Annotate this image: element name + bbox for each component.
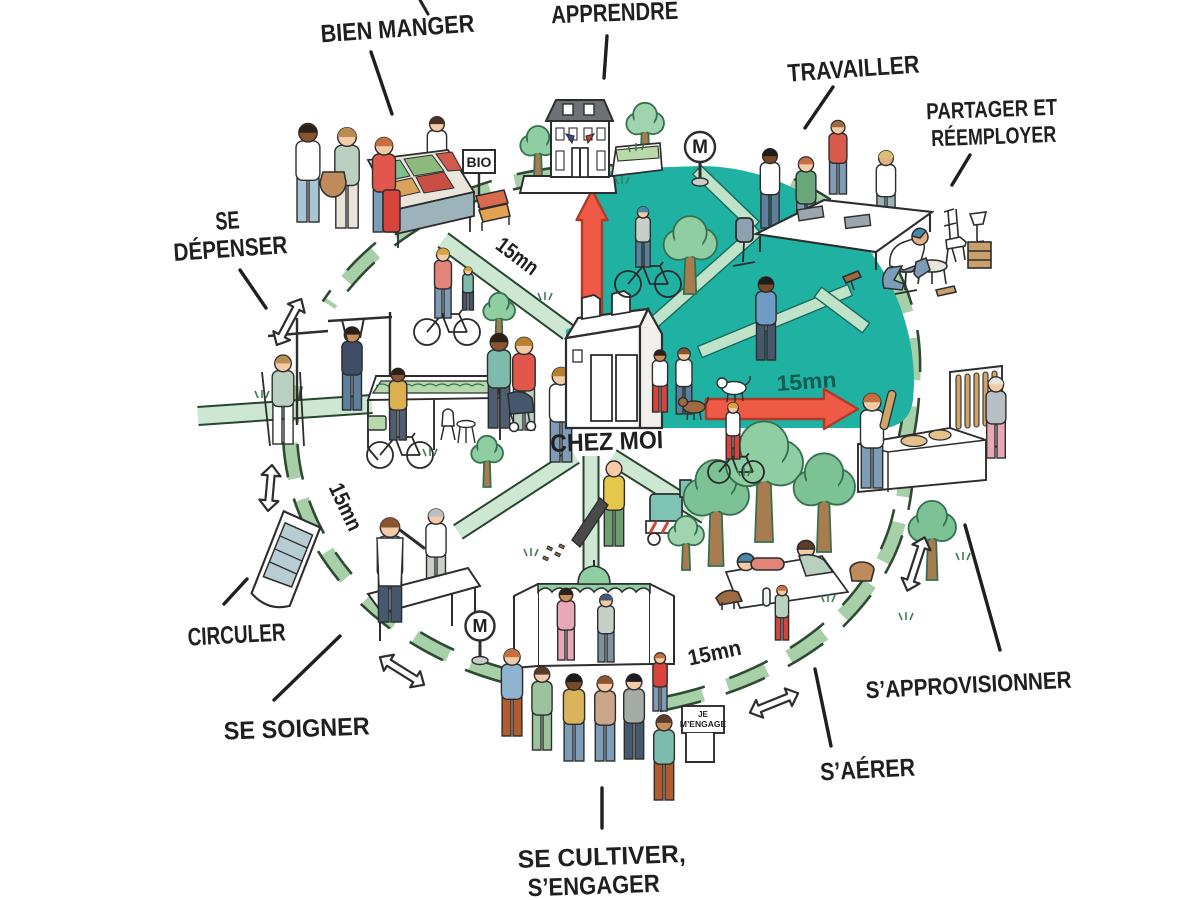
svg-text:M: M [473, 616, 488, 636]
svg-text:RÉEMPLOYER: RÉEMPLOYER [931, 120, 1057, 151]
svg-text:SE SOIGNER: SE SOIGNER [223, 712, 370, 745]
svg-text:CHEZ MOI: CHEZ MOI [550, 426, 664, 458]
svg-text:CIRCULER: CIRCULER [187, 618, 286, 651]
svg-text:APPRENDRE: APPRENDRE [551, 0, 679, 29]
svg-text:JE: JE [698, 710, 708, 719]
svg-text:S’ENGAGER: S’ENGAGER [527, 870, 660, 900]
svg-text:S’AÉRER: S’AÉRER [819, 753, 915, 787]
svg-text:BIO: BIO [467, 154, 492, 170]
svg-text:SE: SE [214, 206, 240, 236]
svg-text:SE CULTIVER,: SE CULTIVER, [517, 840, 686, 874]
svg-text:M’ENGAGE: M’ENGAGE [680, 719, 727, 729]
svg-text:PARTAGER ET: PARTAGER ET [926, 94, 1058, 125]
svg-text:M: M [692, 137, 708, 158]
svg-text:15mn: 15mn [776, 367, 838, 396]
